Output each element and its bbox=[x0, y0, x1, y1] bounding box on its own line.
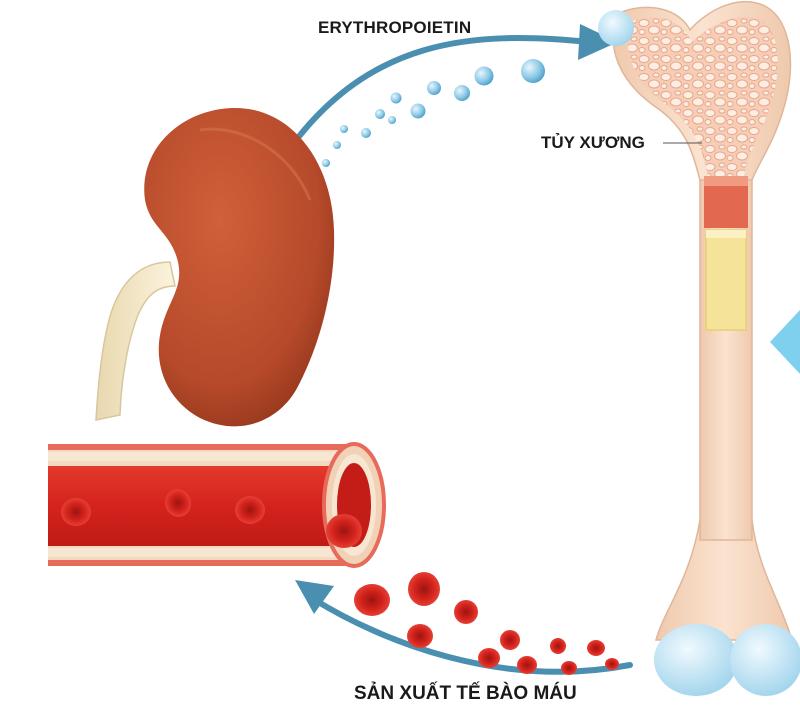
ureter bbox=[95, 261, 176, 421]
bone-condyle-right bbox=[730, 624, 800, 696]
epo-arrow bbox=[287, 35, 591, 151]
epo-arrow-head bbox=[578, 24, 618, 60]
bone-marrow-spongy bbox=[627, 16, 778, 176]
blood-production-label: SẢN XUẤT TẾ BÀO MÁU bbox=[354, 683, 577, 704]
production-arrow bbox=[312, 597, 633, 675]
produced-red-blood-cells bbox=[354, 572, 619, 675]
bone-head-top-left bbox=[598, 10, 634, 46]
erythropoietin-label: ERYTHROPOIETIN bbox=[318, 18, 472, 37]
bone-condyle-left bbox=[654, 624, 738, 696]
kidney bbox=[144, 107, 335, 427]
femur-bone bbox=[598, 0, 800, 696]
vessel-red-blood-cells bbox=[61, 489, 362, 548]
red-marrow bbox=[704, 176, 748, 228]
blood-vessel bbox=[48, 442, 386, 568]
production-arrow-head bbox=[295, 580, 334, 614]
yellow-marrow bbox=[705, 229, 747, 331]
bone-marrow-label: TỦY XƯƠNG bbox=[541, 133, 645, 152]
erythropoietin-droplets bbox=[322, 59, 545, 167]
cyan-pointer-shape bbox=[770, 310, 800, 374]
